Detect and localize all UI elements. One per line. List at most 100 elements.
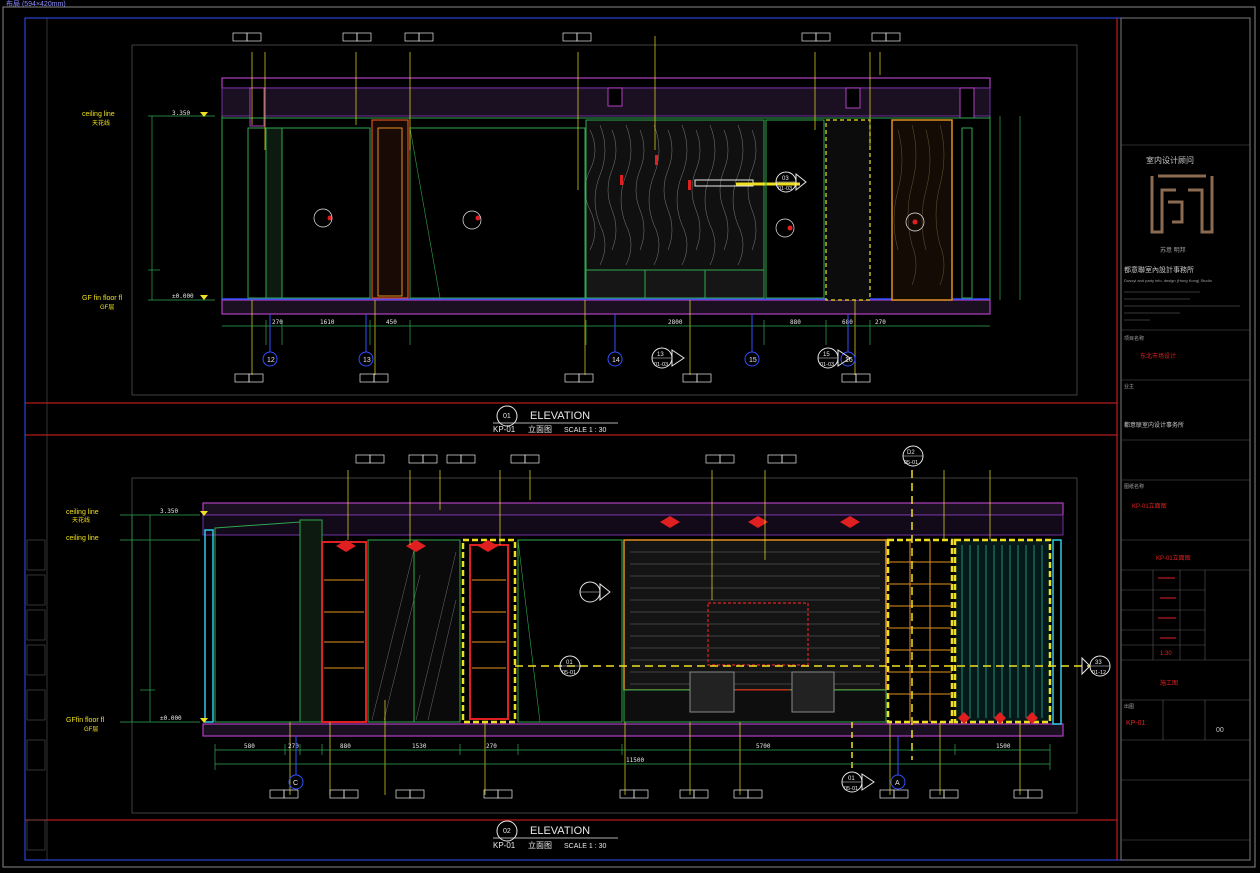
section-2d-bottom: 05-01 — [844, 786, 858, 792]
section-marker-2c[interactable]: 33 01-12 — [1081, 655, 1111, 677]
tag-boxes-2 — [269, 454, 1043, 799]
elevation-2: ceiling line 天花线 ceiling line GFfin floo… — [66, 445, 1111, 850]
tag-boxes-1 — [232, 32, 901, 383]
margin-ticks — [26, 539, 46, 851]
elev-1-number: 01 — [503, 413, 511, 420]
cabinet-base-1 — [585, 269, 765, 299]
beam-2 — [607, 87, 623, 107]
feature-wall-2 — [623, 539, 887, 691]
axis-bubbles-1 — [262, 314, 856, 367]
wall-panel-b — [409, 127, 586, 299]
section-1c-top: 15 — [823, 352, 830, 358]
titleblock: 室内设计顾问 苏意 明邦 都意聯室內設計事務所 Dusoyi and party… — [1120, 17, 1251, 861]
section-marker-2a[interactable]: D2 05-01 — [902, 445, 924, 467]
wall-panel-e — [517, 539, 623, 723]
wall-panel-c — [765, 119, 825, 299]
shelf-lines-1 — [324, 579, 364, 669]
hdim-2 — [214, 744, 1051, 770]
level-marker-top-1 — [200, 112, 208, 117]
chair-1 — [689, 671, 735, 713]
wall-panel-d — [214, 521, 301, 723]
dim-2g: 1500 — [996, 743, 1011, 750]
door-leaf-1 — [377, 127, 403, 297]
dim-1a: 270 — [272, 319, 283, 326]
dim-2d: 1530 — [412, 743, 427, 750]
ceiling-line-label-2b: ceiling line — [66, 535, 99, 542]
axis-15: 15 — [749, 357, 757, 364]
section-2b-top: 01 — [566, 660, 573, 666]
cyan-strip-right — [1052, 539, 1062, 725]
section-marker-2e[interactable] — [579, 581, 611, 603]
section-marker-2d[interactable]: 01 05-01 — [841, 771, 875, 793]
axis-13: 13 — [363, 357, 371, 364]
titleblock-frame — [1120, 17, 1251, 861]
level-top-1: 3.350 — [172, 110, 190, 117]
elev-2-code: KP-01 — [493, 841, 516, 850]
elev-2-scale: SCALE 1 : 30 — [564, 843, 607, 850]
elev-1-code: KP-01 — [493, 425, 516, 434]
tb-client-label: 业主 — [1124, 383, 1134, 390]
pilaster-2 — [265, 127, 283, 299]
elev-1-name: 立面图 — [528, 424, 552, 434]
chair-2 — [791, 671, 835, 713]
section-2c-bottom: 01-12 — [1092, 670, 1106, 676]
tv-outline — [707, 602, 809, 666]
tb-address-lines — [1124, 291, 1240, 321]
tb-project-label: 项目名称 — [1124, 335, 1144, 342]
pilaster-4 — [299, 519, 323, 723]
section-marker-1c[interactable]: 15 01-03 — [817, 347, 851, 369]
dim-2f: 5700 — [756, 743, 771, 750]
wall-panel-a — [281, 127, 371, 299]
ceiling-line-cn-2: 天花线 — [72, 516, 90, 524]
dim-1d: 2800 — [668, 319, 683, 326]
level-bottom-2: ±0.000 — [160, 715, 182, 722]
elevation-1: ceiling line 天花线 GF fin floor fl GF层 3.3… — [82, 32, 1078, 434]
grid-shelf-lines — [888, 540, 952, 722]
tb-drawn-label: 出图 — [1124, 703, 1134, 710]
pilaster-1 — [247, 127, 267, 299]
tb-company-cn: 都意聯室內設計事務所 — [1124, 265, 1194, 274]
panel-b-diag — [409, 127, 441, 299]
feature-wall-1 — [585, 119, 765, 271]
tb-red-marks — [1158, 577, 1176, 639]
section-2b-bottom: 05-01 — [562, 670, 576, 676]
layout-tab-label[interactable]: 布局 (594×420mm) — [6, 0, 66, 8]
beam-1 — [249, 87, 265, 127]
section-2d-top: 01 — [848, 776, 855, 782]
floor-line-cn-1: GF层 — [100, 304, 114, 311]
floor-band-2 — [202, 723, 1064, 737]
section-marker-1b[interactable]: 03 01-03 — [775, 171, 807, 193]
glass-hatch-2 — [371, 549, 457, 721]
dim-1c: 450 — [386, 319, 397, 326]
tv-console — [623, 689, 887, 723]
level-bottom-1: ±0.000 — [172, 293, 194, 300]
ceiling-band-2 — [202, 502, 1064, 516]
axis-a: A — [895, 780, 900, 787]
tb-scale: 1:30 — [1160, 651, 1172, 657]
viewport-frame-1 — [131, 44, 1078, 396]
ceiling-void-2 — [202, 514, 1064, 536]
wood-grain-1 — [584, 124, 757, 266]
section-1a-bottom: 01-03 — [654, 362, 668, 368]
section-marker-2b[interactable]: 01 05-01 — [559, 655, 581, 677]
door-frame-1 — [371, 119, 409, 299]
section-1b-bottom: 01-03 — [778, 186, 792, 192]
tb-company-sub: 苏意 明邦 — [1160, 246, 1186, 254]
tb-company-label: 室内设计顾问 — [1146, 155, 1194, 165]
pilaster-3 — [961, 127, 973, 299]
section-1b-top: 03 — [782, 176, 789, 182]
door-2 — [891, 119, 953, 301]
section-marker-1a[interactable]: 13 01-03 — [651, 347, 685, 369]
elev-2-name: 立面图 — [528, 840, 552, 850]
shelf-unit-2 — [469, 544, 509, 720]
axis-bubbles-2 — [288, 736, 906, 790]
vdim-2 — [120, 514, 200, 723]
section-2c-top: 33 — [1095, 660, 1102, 666]
shelf-lines-2 — [472, 579, 506, 669]
grid-shelf — [886, 538, 954, 724]
floor-line-label-2: GFfin floor fl — [66, 717, 105, 724]
section-1a-top: 13 — [657, 352, 664, 358]
teal-pattern-lines — [961, 545, 1043, 718]
door-2-grain — [893, 124, 945, 286]
elev-2-title: ELEVATION — [530, 825, 590, 837]
